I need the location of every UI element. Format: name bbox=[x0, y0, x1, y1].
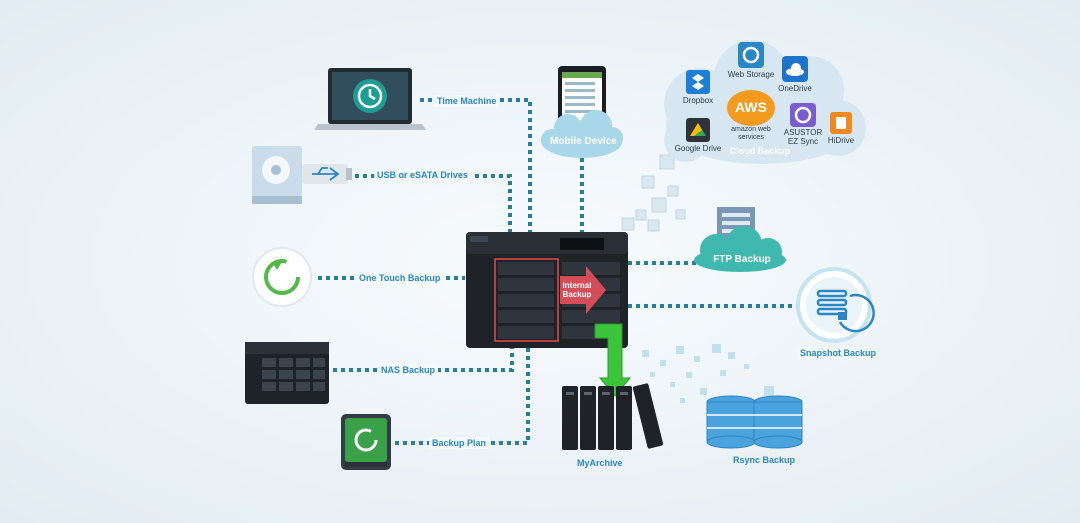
label-mobile-device: Mobile Device bbox=[550, 136, 617, 147]
label-rsync-backup: Rsync Backup bbox=[733, 455, 796, 465]
onedrive-icon bbox=[782, 56, 808, 82]
aws-icon bbox=[727, 90, 775, 126]
label-backup-plan: Backup Plan bbox=[429, 437, 490, 449]
time-machine-connector bbox=[420, 98, 532, 238]
label-time-machine: Time Machine bbox=[434, 95, 500, 107]
label-hidrive: HiDrive bbox=[827, 136, 855, 145]
web-storage-icon bbox=[738, 42, 764, 68]
hidrive-icon bbox=[830, 112, 852, 134]
label-snapshot-backup: Snapshot Backup bbox=[797, 347, 880, 359]
label-myarchive: MyArchive bbox=[577, 458, 623, 468]
asustor-ez-sync-icon bbox=[790, 103, 816, 127]
label-dropbox: Dropbox bbox=[682, 96, 714, 105]
label-asustor-ez-sync: ASUSTOR EZ Sync bbox=[783, 128, 823, 146]
dropbox-icon bbox=[686, 70, 710, 94]
google-drive-icon bbox=[686, 118, 710, 142]
label-onedrive: OneDrive bbox=[778, 84, 812, 93]
label-ftp-backup: FTP Backup bbox=[713, 254, 771, 265]
label-one-touch: One Touch Backup bbox=[356, 272, 444, 284]
label-cloud-backup: Cloud Backup bbox=[729, 146, 791, 156]
label-internal-backup: Internal Backup bbox=[562, 281, 592, 299]
label-nas-backup: NAS Backup bbox=[378, 364, 439, 376]
label-google-drive: Google Drive bbox=[674, 144, 722, 153]
internal-backup-arrow bbox=[560, 266, 606, 314]
label-web-storage: Web Storage bbox=[727, 70, 775, 79]
aws-logo-text: AWS bbox=[735, 99, 767, 115]
label-usb-drives: USB or eSATA Drives bbox=[374, 169, 471, 181]
label-aws: amazon web services bbox=[731, 126, 771, 141]
